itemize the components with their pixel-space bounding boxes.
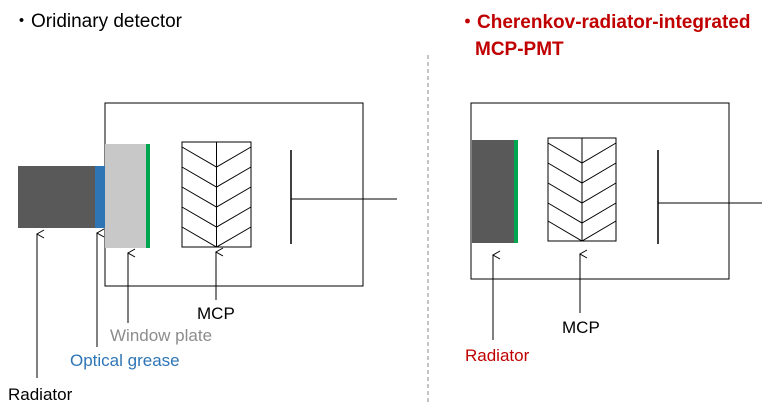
left-radiator-block [18, 166, 95, 228]
right-pmt-housing [470, 102, 730, 280]
label-radiator-right: Radiator [465, 346, 530, 365]
label-radiator-left: Radiator [8, 385, 73, 404]
right-photocathode [514, 140, 518, 243]
label-optical-grease: Optical grease [70, 351, 180, 370]
right-mcp [547, 137, 617, 242]
left-photocathode [146, 144, 150, 248]
label-mcp-left: MCP [197, 304, 235, 323]
label-window-plate: Window plate [110, 326, 213, 345]
title-cherenkov-line1: ・Cherenkov-radiator-integrated [458, 12, 751, 33]
label-mcp-right: MCP [562, 318, 600, 337]
right-radiator-block [472, 140, 515, 243]
title-ordinary-detector: ・Oridinary detector [12, 11, 183, 32]
left-optical-grease-layer [95, 166, 105, 228]
left-window-plate [105, 144, 148, 248]
left-mcp [181, 141, 252, 248]
title-cherenkov-line2: MCP-PMT [475, 39, 564, 60]
